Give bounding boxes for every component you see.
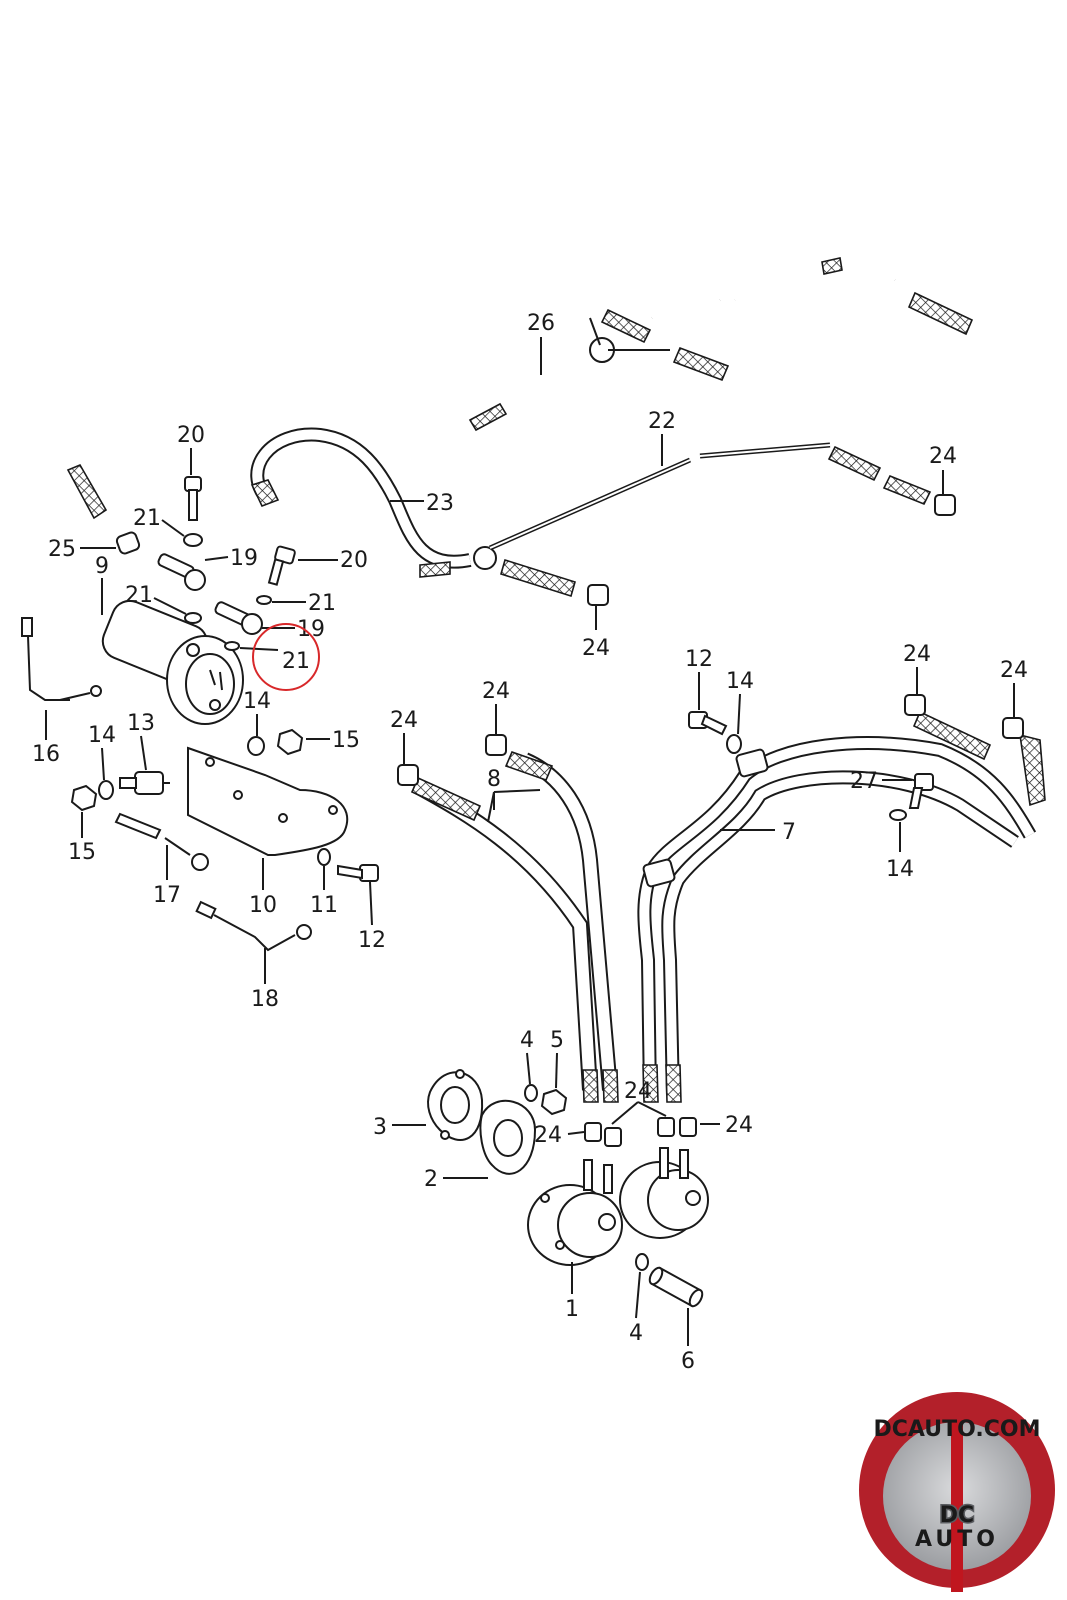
callout-c24h: 24 [534,1123,562,1148]
callout-c20a: 20 [177,423,205,448]
pump-1 [527,1147,709,1266]
callout-c8: 8 [487,767,501,792]
caps-24-lower [584,1117,697,1147]
bolt-17 [114,812,209,871]
callout-c21c: 21 [308,591,336,616]
callout-c24f: 24 [390,708,418,733]
sleeve-6 [648,1266,704,1308]
callout-c5: 5 [550,1028,564,1053]
washer-4-lower [635,1253,649,1271]
washer-14-mid [247,736,265,756]
callout-c6: 6 [681,1349,695,1374]
logo-stripe [951,1420,963,1592]
wire-18 [195,900,312,952]
hoses-8 [397,734,619,1103]
lines-7 [637,694,1046,1103]
bolt-27 [908,773,934,809]
washer-14-far [889,809,907,821]
callout-c18: 18 [251,987,279,1012]
callout-c14b: 14 [243,689,271,714]
leader-lines [45,337,1015,1346]
callout-c20b: 20 [340,548,368,573]
callout-c24d: 24 [1000,658,1028,683]
callout-c23: 23 [426,491,454,516]
bolt-12-right [688,711,728,736]
banjo-19-lower [214,601,263,635]
nut-15-left [70,784,98,812]
callout-c27: 27 [850,769,878,794]
callout-c19b: 19 [297,617,325,642]
callout-c26: 26 [527,311,555,336]
callout-c17: 17 [153,883,181,908]
washer-11 [317,848,331,866]
highlight-circle [252,623,320,691]
callout-c1: 1 [565,1297,579,1322]
callout-c19a: 19 [230,546,258,571]
callout-c24a: 24 [929,444,957,469]
washer-4-upper [524,1084,538,1102]
callout-c21a: 21 [133,506,161,531]
callout-c22: 22 [648,409,676,434]
bracket-10 [187,746,349,856]
callout-c13: 13 [127,711,155,736]
callout-c3: 3 [373,1115,387,1140]
callout-c2: 2 [424,1167,438,1192]
callout-c12a: 12 [685,647,713,672]
nut-5 [540,1088,568,1116]
callout-c11: 11 [310,893,338,918]
callout-c14d: 14 [886,857,914,882]
bolt-12-left [337,864,379,882]
callout-c7: 7 [782,820,796,845]
callout-c14a: 14 [726,669,754,694]
callout-c24c: 24 [903,642,931,667]
washers-21 [183,533,272,651]
banjo-19-upper [157,553,206,591]
callout-c24i: 24 [725,1113,753,1138]
bolt-20-upper [184,476,202,521]
callout-c21b: 21 [125,583,153,608]
callout-c25: 25 [48,537,76,562]
callout-c4a: 4 [520,1028,534,1053]
dcauto-logo: DCAUTO.COM DC AUTO [859,1392,1055,1592]
wire-16 [21,617,102,701]
logo-word: AUTO [915,1527,999,1552]
bolt-20-right [267,545,296,586]
callout-c4b: 4 [629,1321,643,1346]
callout-c16: 16 [32,742,60,767]
callout-c12b: 12 [358,928,386,953]
sender-13 [119,771,170,795]
callout-c9: 9 [95,554,109,579]
cap-25 [115,531,141,555]
logo-initials: DC [940,1503,974,1528]
washer-14-left [98,780,114,800]
hose-23 [250,427,472,578]
nut-15-mid [276,728,304,756]
gasket-2 [479,1099,537,1175]
fuel-pump-9 [101,599,244,725]
gasket-3 [427,1069,484,1141]
callout-c24g: 24 [624,1079,652,1104]
callout-c15b: 15 [68,840,96,865]
washer-14-right [726,734,742,754]
callout-c21d: 21 [282,649,310,674]
callout-c15a: 15 [332,728,360,753]
callout-c24b: 24 [582,636,610,661]
callout-c10: 10 [249,893,277,918]
callout-c14c: 14 [88,723,116,748]
hose-26 [58,255,974,520]
logo-site-text: DCAUTO.COM [874,1417,1041,1442]
callout-c24e: 24 [482,679,510,704]
line-22 [473,442,956,606]
